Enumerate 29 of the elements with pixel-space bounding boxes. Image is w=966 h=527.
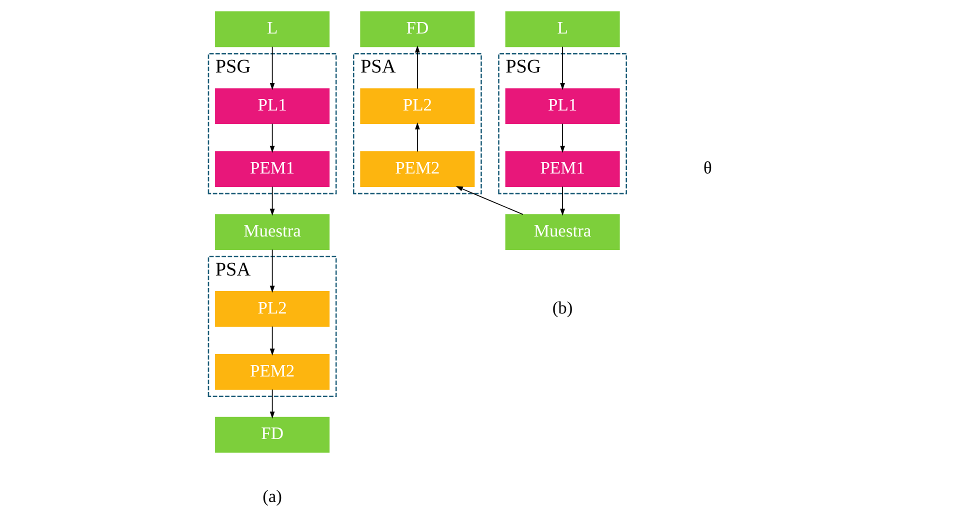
node-box: PEM1 [505,151,620,187]
arrow [456,186,524,215]
node-box: PEM1 [215,151,330,187]
arrow [270,389,275,419]
node-box: Muestra [505,214,620,250]
node-box: FD [360,11,475,48]
arrow [270,249,275,293]
arrow [560,46,565,90]
node-box: PL1 [505,88,620,124]
label: (b) [552,297,573,318]
arrow [560,186,565,216]
arrow [414,122,420,152]
node-box: L [505,11,620,48]
node-box: PL2 [215,291,330,327]
arrow [414,45,420,90]
node-box: Muestra [215,214,330,250]
node-box: PL1 [215,88,330,124]
node-box: L [215,11,330,48]
node-box: PEM2 [215,354,330,390]
label: (a) [262,486,282,506]
arrow [270,123,275,153]
arrow [270,326,275,356]
arrow [270,46,275,90]
node-box: PL2 [360,88,475,124]
arrow [560,123,565,153]
arrow [270,186,275,216]
node-box: FD [215,416,330,453]
label: θ [703,157,712,178]
node-box: PEM2 [360,151,475,187]
